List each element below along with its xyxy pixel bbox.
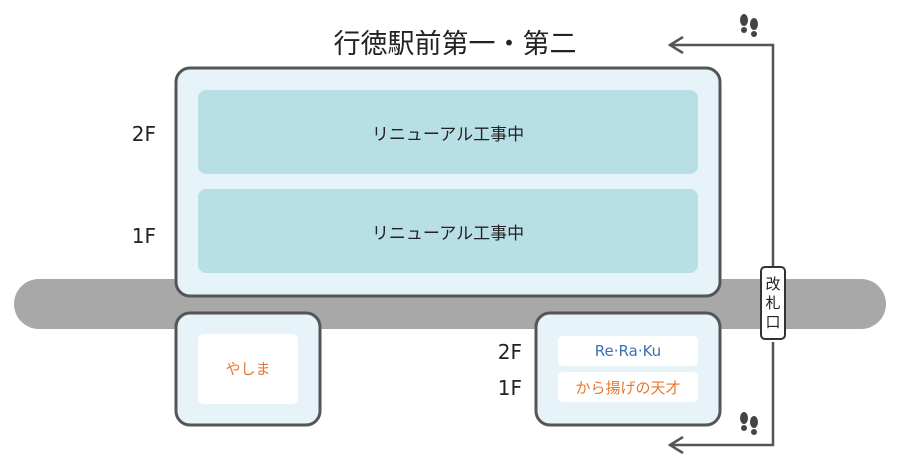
gate-char-1: 改 bbox=[765, 274, 781, 293]
footprints-icon bbox=[740, 14, 758, 37]
footprints-icon bbox=[740, 412, 758, 435]
gate-char-2: 札 bbox=[765, 293, 781, 312]
floor-label-right-1f: 1F bbox=[497, 376, 522, 400]
ticket-gate: 改 札 口 bbox=[760, 266, 786, 340]
route-bottom bbox=[667, 342, 775, 455]
shop-label-karaage[interactable]: から揚げの天才 bbox=[575, 379, 681, 397]
shop-box-reraku[interactable] bbox=[558, 336, 698, 366]
renewal-label-2f: リニューアル工事中 bbox=[371, 125, 525, 145]
renewal-area-1f bbox=[198, 189, 698, 273]
shop-box-yashima[interactable] bbox=[198, 334, 298, 404]
floor-label-right-2f: 2F bbox=[497, 340, 522, 364]
map-title: 行徳駅前第一・第二 bbox=[333, 29, 577, 60]
floor-label-1f: 1F bbox=[131, 224, 156, 248]
floor-label-2f: 2F bbox=[131, 122, 156, 146]
shop-label-yashima[interactable]: やしま bbox=[225, 360, 271, 378]
renewal-area-2f bbox=[198, 90, 698, 174]
shop-box-karaage[interactable] bbox=[558, 372, 698, 402]
building-right bbox=[534, 311, 722, 427]
shop-label-reraku[interactable]: Re·Ra·Ku bbox=[594, 342, 662, 360]
renewal-label-1f: リニューアル工事中 bbox=[371, 224, 525, 244]
gate-char-3: 口 bbox=[765, 312, 781, 331]
route-top bbox=[667, 35, 775, 266]
